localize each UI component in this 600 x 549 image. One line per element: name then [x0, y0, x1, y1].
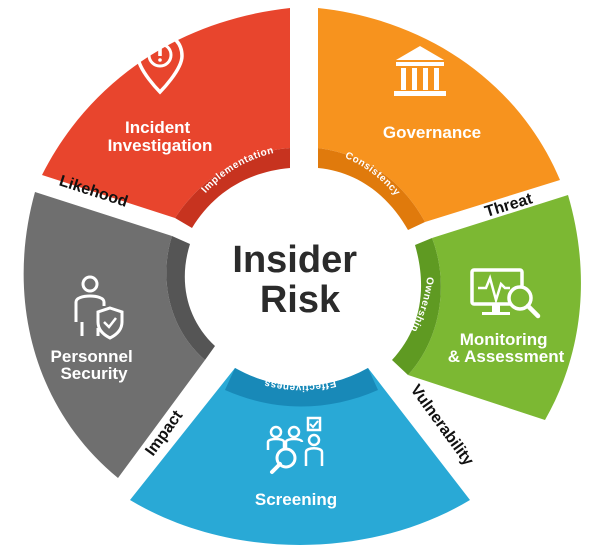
segment-screening-shape: [130, 368, 470, 545]
person-shield-icon: [74, 275, 124, 340]
personnel-title-line2: Security: [60, 364, 128, 383]
segment-incident-shape: [42, 8, 290, 218]
band-monitoring: [392, 238, 441, 375]
segment-screening: Screening Effectiveness: [130, 368, 470, 545]
band-governance: [318, 148, 425, 230]
people-search-icon: [266, 416, 324, 474]
svg-text:Governance: Governance: [383, 123, 481, 142]
personnel-title-line1: Personnel: [51, 347, 133, 366]
svg-text:Incident Investigation: Incident Investigation: [108, 118, 213, 155]
center-title: Insider Risk: [232, 239, 367, 321]
bank-building-icon: [394, 46, 446, 96]
monitoring-title-line2: & Assessment: [448, 347, 565, 366]
band-screening: [225, 368, 378, 407]
screening-title: Screening: [255, 490, 337, 509]
svg-text:Insider Risk: Insider Risk: [232, 239, 367, 321]
segment-governance-shape: [318, 8, 560, 222]
band-label-existence: Existence: [189, 268, 207, 321]
monitoring-title-line1: Monitoring: [460, 330, 548, 349]
band-label-effectiveness: Effectiveness: [263, 377, 337, 393]
monitor-search-icon: [470, 268, 541, 319]
center-title-line1: Insider: [232, 239, 357, 281]
governance-title: Governance: [383, 123, 481, 142]
band-incident: [175, 148, 290, 228]
band-personnel: [166, 236, 215, 360]
center-title-line2: Risk: [260, 279, 341, 321]
segment-personnel-security: Personnel Security Existence: [23, 192, 215, 478]
svg-text:Screening: Screening: [255, 490, 337, 509]
incident-title-line1: Incident: [125, 118, 191, 137]
segment-monitoring-assessment: Monitoring & Assessment Ownership: [392, 195, 581, 420]
svg-text:Personnel Security: Personnel Security: [51, 347, 138, 383]
svg-text:Monitoring & Assessment: Monitoring & Assessment: [448, 330, 565, 366]
location-alert-icon: [136, 32, 184, 95]
incident-title-line2: Investigation: [108, 136, 213, 155]
